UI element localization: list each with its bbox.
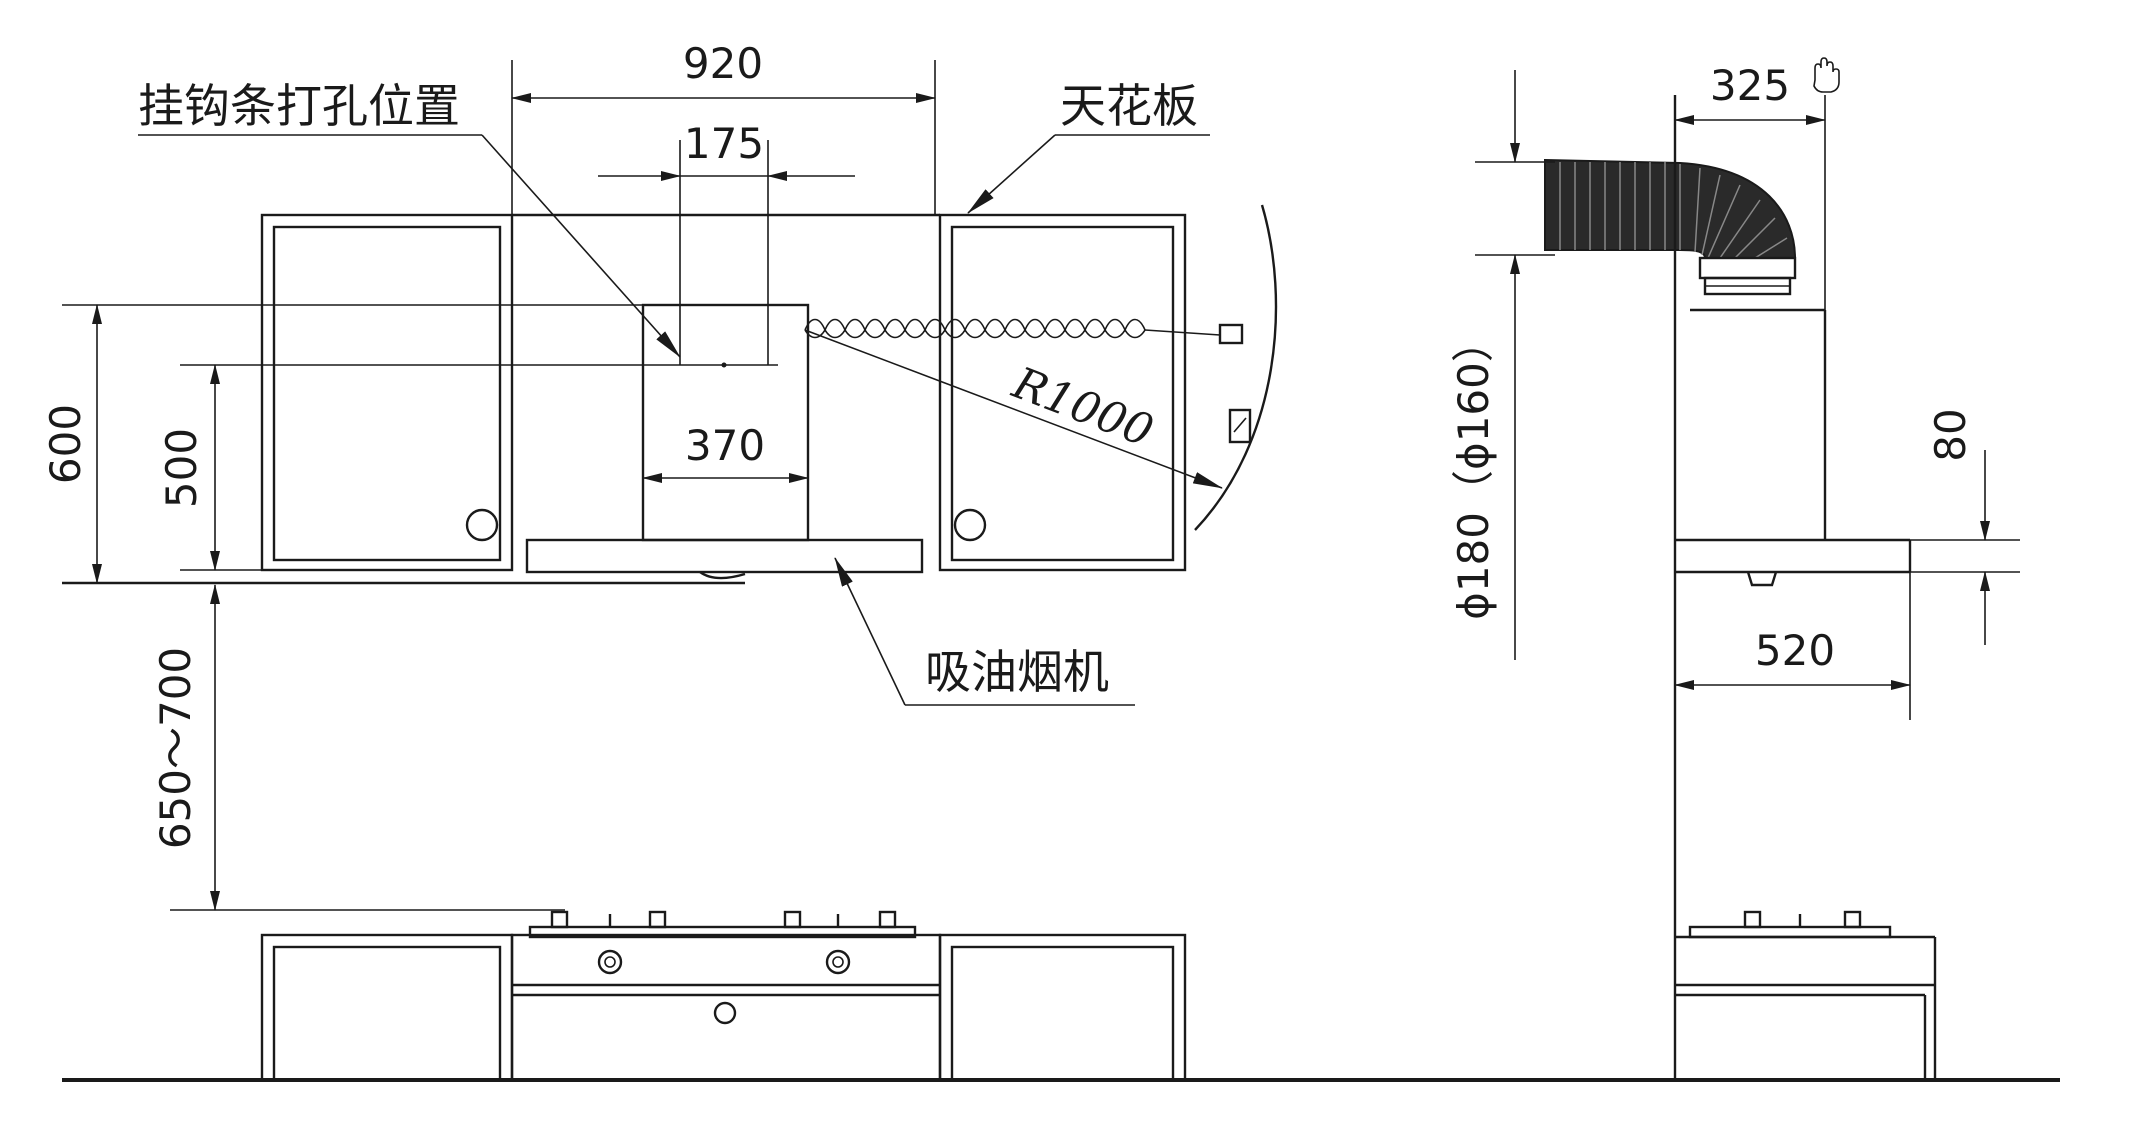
dim-370-label: 370: [685, 421, 765, 470]
hand-cursor-icon: [1813, 57, 1840, 93]
plug: [1218, 323, 1244, 345]
dim-650-700-label: 650～700: [151, 647, 200, 849]
cabinet-knob-right: [953, 508, 987, 542]
dim-920-label: 920: [683, 39, 763, 88]
gas-stove-front: [170, 909, 917, 939]
radius-label: R1000: [1005, 357, 1160, 457]
hook-strip-label: 挂钩条打孔位置: [138, 79, 460, 133]
ceiling-callout: 天花板: [967, 79, 1210, 214]
range-hood-callout: 吸油烟机: [834, 557, 1135, 706]
dim-500: 500: [157, 364, 262, 571]
dim-600: 600: [41, 304, 643, 584]
cabinet-knob-left: [465, 508, 499, 542]
radius-arc: R1000: [804, 204, 1278, 531]
range-hood-label: 吸油烟机: [925, 645, 1109, 699]
socket: [1228, 408, 1252, 444]
dim-325: 325: [1674, 57, 1840, 310]
base-cabinets: [260, 933, 1187, 1082]
dim-80: 80: [1910, 408, 2020, 645]
dim-500-label: 500: [157, 428, 206, 508]
dim-80-label: 80: [1926, 408, 1975, 461]
spring-cord: [804, 318, 1252, 444]
range-hood-front: [62, 303, 924, 585]
dim-520: 520: [1674, 572, 1911, 720]
stove-knob-left: [597, 949, 623, 975]
upper-cabinets: [260, 213, 1187, 572]
dim-duct: ϕ180（ϕ160）: [1449, 70, 1555, 660]
dim-650-700: 650～700: [151, 584, 220, 911]
hook-strip-callout: 挂钩条打孔位置: [138, 79, 681, 358]
dim-175: 175: [180, 119, 855, 368]
dim-325-label: 325: [1710, 61, 1790, 110]
dim-duct-label: ϕ180（ϕ160）: [1449, 320, 1498, 620]
duct-hose: [1544, 158, 1797, 296]
dim-600-label: 600: [41, 404, 90, 484]
dim-175-label: 175: [684, 119, 764, 168]
dim-520-label: 520: [1755, 626, 1835, 675]
stove-knob-right: [825, 949, 851, 975]
stove-side: [1675, 910, 1937, 1080]
ceiling-label: 天花板: [1060, 79, 1198, 133]
cabinet-knob-center: [713, 1001, 737, 1025]
dim-370: 370: [642, 421, 809, 483]
range-hood-side: [1675, 308, 1912, 587]
dim-920: 920: [511, 39, 936, 215]
